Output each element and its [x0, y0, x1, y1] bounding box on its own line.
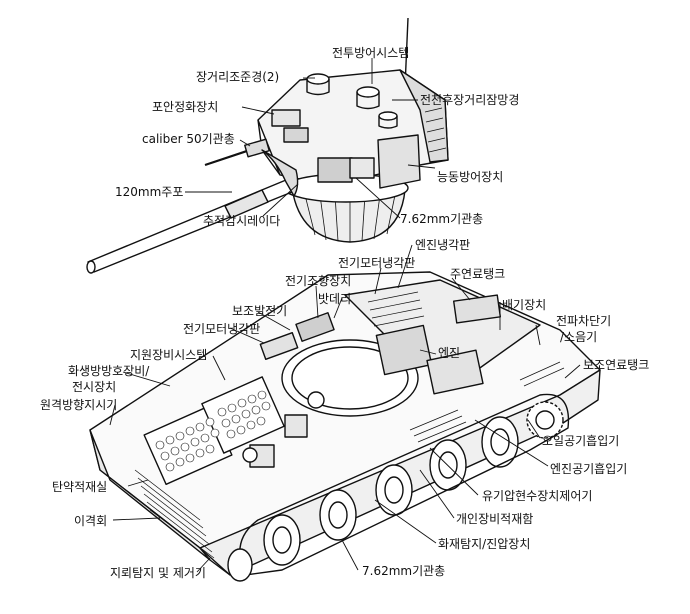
label-steering: 전기조향장치 — [285, 274, 352, 288]
label-engine-cooling: 엔진냉각판 — [415, 238, 471, 252]
label-support-system: 지원장비시스템 — [130, 348, 208, 362]
label-muffler: /소음기 — [560, 330, 598, 344]
label-remote-turret: 원격방향지시기 — [40, 398, 118, 412]
rangefinder-cupola — [306, 73, 330, 85]
leader-lines — [109, 58, 581, 573]
label-rear-sight: 전천후장거리잠망경 — [420, 93, 520, 107]
label-engine: 엔진 — [438, 346, 461, 360]
label-power-cutoff: 전파차단기 — [556, 314, 612, 328]
crew-seat — [284, 414, 308, 438]
label-rangefinder: 장거리조준경(2) — [196, 70, 280, 84]
label-oil-intake: 오일공기흡입기 — [542, 434, 620, 448]
label-aux-fuel: 보조연료탱크 — [583, 358, 650, 372]
label-mine-detector: 지뢰탐지 및 제거기 — [110, 566, 206, 580]
label-exhaust: 배기장치 — [502, 298, 547, 312]
gun-stabilizer-box — [271, 109, 301, 127]
active-defense-box — [377, 134, 421, 189]
label-main-fuel: 주연료탱크 — [450, 267, 506, 281]
label-gun-stabilizer: 포안정화장치 — [152, 100, 219, 114]
label-caliber50: caliber 50기관총 — [142, 132, 235, 146]
label-engine-intake: 엔진공기흡입기 — [550, 462, 628, 476]
label-main-gun: 120mm주포 — [115, 185, 184, 199]
gun-mantlet — [261, 149, 299, 197]
label-hull-mg: 7.62mm기관총 — [362, 564, 446, 578]
hull-front-grille — [134, 469, 215, 559]
road-wheels — [263, 416, 519, 566]
turret-bustle — [399, 69, 449, 163]
defense-cupola — [356, 86, 380, 98]
label-coax-mg: 7.62mm기관총 — [400, 212, 484, 226]
label-aux-generator: 보조발전기 — [232, 304, 288, 318]
label-ammo-storage: 탄약적재실 — [52, 480, 108, 494]
label-personal-gear: 개인장비적재함 — [456, 512, 534, 526]
label-motor-cooling-top: 전기모터냉각판 — [338, 256, 416, 270]
label-battery: 밧데리 — [318, 292, 352, 306]
label-spacer: 이격회 — [74, 514, 108, 528]
main-fuel-tank-shape — [452, 294, 502, 324]
label-tracking-radar: 추적감시레이다 — [203, 214, 281, 228]
label-fire-protection: 화생방방호장비/ — [68, 364, 150, 378]
coax-box — [317, 157, 353, 183]
label-motor-cooling: 전기모터냉각판 — [183, 322, 261, 336]
label-active-defense: 능동방어장치 — [437, 170, 504, 184]
label-hydraulic: 유기압현수장치제어기 — [482, 489, 593, 503]
label-fire-suppression: 화재탐지/진압장치 — [438, 537, 531, 551]
ammo-racks — [143, 376, 285, 486]
hull-glacis — [89, 429, 211, 561]
label-display: 전시장치 — [72, 380, 117, 394]
engine-block — [375, 324, 433, 376]
label-defense-system: 전투방어시스템 — [332, 46, 410, 60]
